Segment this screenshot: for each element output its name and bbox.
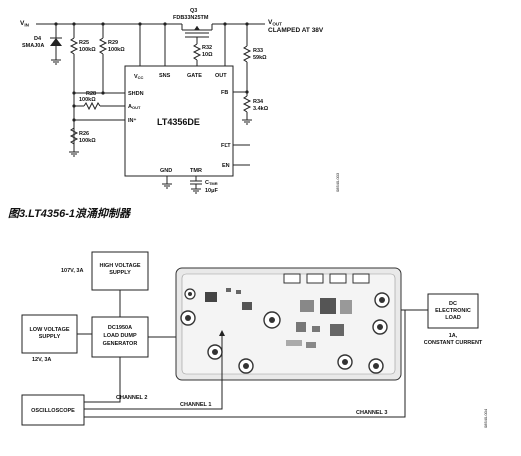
load-line3: LOAD (445, 315, 461, 321)
pin-gnd: GND (160, 168, 172, 174)
schematic-side-code: 08540-003 (335, 172, 340, 192)
pin-fb: FB (221, 90, 228, 96)
pin-sns: SNS (159, 73, 171, 79)
pin-in-plus: IN⁺ (128, 117, 137, 124)
hv-rating: 107V, 3A (61, 268, 83, 274)
low-voltage-supply-box (21, 314, 78, 354)
resistor-r34 (242, 95, 252, 113)
high-voltage-supply-box (91, 251, 149, 291)
lt4356-demo-board (175, 267, 402, 381)
load-dump-generator-box (91, 316, 149, 358)
r29-value: 100kΩ (108, 47, 125, 53)
r26-value: 100kΩ (79, 138, 96, 144)
schematic: VIN D4 SMAJ0A R25 100kΩ R29 (20, 8, 340, 194)
vin-label: VIN (20, 20, 29, 28)
resistor-r33 (242, 45, 252, 63)
lt4356de-chip (124, 65, 234, 177)
resistor-r29 (98, 37, 108, 55)
r32-value: 10Ω (202, 52, 213, 58)
oscilloscope-label: OSCILLOSCOPE (31, 408, 75, 414)
r26-ref: R26 (79, 131, 89, 137)
pin-out: OUT (215, 73, 227, 79)
channel-3-label: CHANNEL 3 (356, 410, 387, 416)
pin-tmr: TMR (190, 168, 202, 174)
mosfet-q3 (175, 23, 213, 44)
r34-value: 3.4kΩ (253, 106, 269, 112)
hv-supply-line2: SUPPLY (109, 270, 131, 276)
d4-part: SMAJ0A (22, 43, 44, 49)
q3-part: FDB33N25TM (173, 15, 209, 21)
pin-shdn: SHDN (128, 91, 144, 97)
tvs-diode-d4 (50, 24, 62, 65)
load-note-line2: CONSTANT CURRENT (424, 340, 483, 346)
electronic-load-box (427, 293, 479, 329)
pin-flt: FLT (221, 143, 231, 149)
r33-value: 59kΩ (253, 55, 267, 61)
r25-value: 100kΩ (79, 47, 96, 53)
generator-line2: LOAD DUMP (103, 333, 137, 339)
oscilloscope-box (21, 394, 85, 426)
d4-ref: D4 (34, 36, 42, 42)
q3-ref: Q3 (190, 8, 197, 14)
channel-1-wire (84, 332, 223, 410)
r28-value: 100kΩ (79, 97, 96, 103)
load-line2: ELECTRONIC (435, 308, 471, 314)
channel-3-wire (84, 310, 406, 418)
r33-ref: R33 (253, 48, 263, 54)
lv-supply-line2: SUPPLY (39, 334, 61, 340)
resistor-r28 (83, 101, 101, 111)
channel-2-label: CHANNEL 2 (116, 395, 147, 401)
lv-rating: 12V, 3A (32, 357, 51, 363)
chip-name: LT4356DE (157, 117, 200, 127)
generator-line1: DC1950A (108, 325, 132, 331)
hv-supply-line1: HIGH VOLTAGE (99, 263, 140, 269)
lv-supply-line1: LOW VOLTAGE (29, 327, 69, 333)
clamp-note: CLAMPED AT 38V (268, 27, 324, 34)
pin-vcc: VCC (134, 74, 144, 80)
pin-aout: AOUT (128, 104, 141, 110)
resistor-r26 (69, 127, 79, 145)
ctmr-value: 10μF (205, 188, 218, 194)
r28-ref: R28 (86, 91, 96, 97)
r25-ref: R25 (79, 40, 89, 46)
generator-line3: GENERATOR (103, 341, 138, 347)
pin-en: EN (222, 163, 230, 169)
setup-side-code: 08540-004 (483, 408, 488, 428)
r29-ref: R29 (108, 40, 118, 46)
pin-gate: GATE (187, 73, 202, 79)
resistor-r25 (69, 37, 79, 55)
channel-1-label: CHANNEL 1 (180, 402, 211, 408)
figure-caption: 图3.LT4356-1浪涌抑制器 (8, 207, 132, 220)
r34-ref: R34 (253, 99, 264, 105)
test-setup: HIGH VOLTAGE SUPPLY 107V, 3A LOW VOLTAGE… (21, 251, 488, 428)
resistor-r32 (192, 43, 202, 61)
vout-label: VOUT (268, 19, 282, 27)
channel-2-wire (84, 357, 121, 403)
ctmr-label: CTMR (205, 180, 218, 186)
load-line1: DC (449, 301, 457, 307)
load-note-line1: 1A, (449, 333, 458, 339)
r32-ref: R32 (202, 45, 212, 51)
